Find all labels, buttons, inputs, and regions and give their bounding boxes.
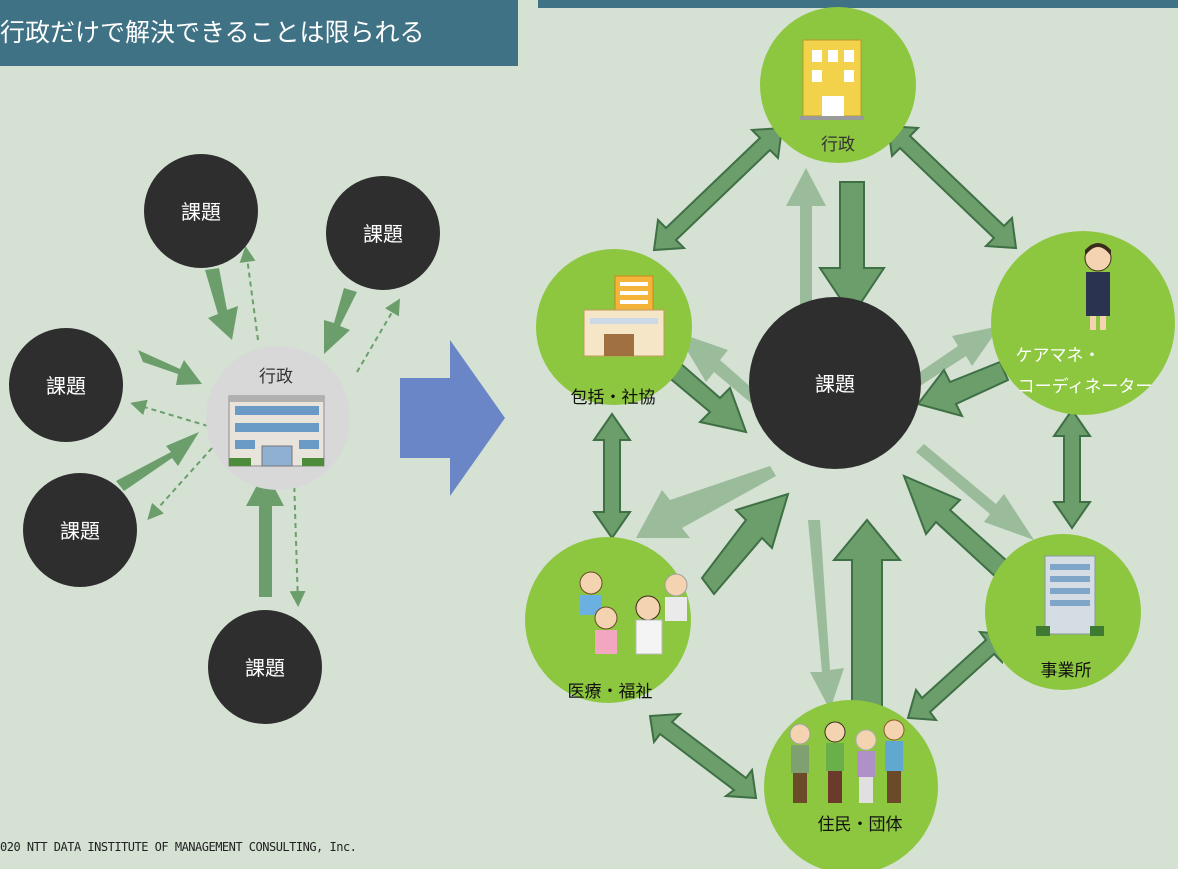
building-icon: [228, 395, 325, 467]
arrow-kadai-to-gyosei: [786, 168, 826, 322]
page-title-banner: 行政だけで解決できることは限られる: [0, 0, 518, 66]
darrow-gyosei-hokatsu: [652, 126, 784, 252]
node-label-jumin: 住民・団体: [818, 815, 903, 835]
darrow-iryo-jumin: [648, 712, 758, 800]
node-gyosei: 行政: [760, 7, 916, 163]
node-caremanager: ケアマネ・ コーディネーター: [991, 231, 1175, 415]
issue-node-bottom: [208, 610, 322, 724]
arrow-kadai-to-hokatsu: [676, 332, 770, 414]
dash-arrow-down: [289, 477, 306, 607]
copyright-text: 020 NTT DATA INSTITUTE OF MANAGEMENT CON…: [0, 840, 357, 854]
issue-label-lowleft: 課題: [60, 519, 100, 543]
node-jumin: 住民・団体: [764, 700, 938, 869]
darrow-hokatsu-iryo: [592, 412, 632, 540]
building-icon: [800, 39, 864, 120]
gyosei-label-left: 行政: [259, 367, 293, 387]
arrow-top-issue-to-gyosei: [205, 268, 238, 340]
node-hokatsu: 包括・社協: [536, 249, 692, 408]
arrow-kadai-to-iryo: [636, 466, 776, 538]
left-gyosei-node: 行政: [206, 346, 350, 490]
arrow-kadai-to-jigyosho: [916, 444, 1034, 540]
person-icon: [1084, 243, 1112, 330]
issue-node-topright: [326, 176, 440, 290]
issue-label-top: 課題: [181, 200, 221, 224]
arrow-left-issue-to-gyosei: [138, 350, 202, 385]
facility-icon: [583, 275, 665, 357]
issue-label-left: 課題: [46, 374, 86, 398]
issue-node-top: [144, 154, 258, 268]
right-center-arrows: [636, 168, 1034, 710]
page-title: 行政だけで解決できることは限られる: [0, 18, 425, 47]
node-label-caremanager-line2: コーディネーター: [1018, 376, 1153, 397]
medical-staff-icon: [579, 571, 688, 655]
issue-node-left: [9, 328, 123, 442]
node-iryo: 医療・福祉: [525, 537, 691, 703]
dash-arrow-left: [130, 399, 209, 427]
arrow-topright-issue-to-gyosei: [324, 288, 357, 354]
issue-label-topright: 課題: [363, 222, 403, 246]
center-issue-node: [749, 297, 921, 469]
header-bar-right: [538, 0, 1178, 8]
arrow-lowleft-issue-to-gyosei: [116, 432, 199, 491]
left-solid-arrows: [116, 268, 357, 597]
arrow-kadai-to-jumin: [808, 520, 844, 710]
darrow-jigyosho-jumin: [906, 630, 1008, 722]
right-diagram: 課題 行政: [525, 7, 1175, 869]
node-label-gyosei: 行政: [821, 135, 855, 155]
transition-arrow: [400, 340, 505, 496]
issue-node-lowleft: [23, 473, 137, 587]
issue-label-bottom: 課題: [245, 656, 285, 680]
node-jigyosho: 事業所: [985, 534, 1141, 690]
arrow-iryo-to-kadai: [700, 492, 790, 596]
node-label-iryo: 医療・福祉: [568, 682, 653, 702]
left-dashed-arrows: [130, 246, 401, 607]
dash-arrow-up: [239, 246, 259, 341]
arrow-kadai-to-caremanager: [914, 326, 1000, 386]
darrow-gyosei-caremanager: [886, 124, 1018, 250]
node-label-jigyosho: 事業所: [1041, 661, 1092, 681]
left-issue-nodes: 課題 課題 課題 課題 課題: [9, 154, 440, 724]
right-double-arrows: [592, 124, 1092, 800]
darrow-caremanager-jigyosho: [1052, 408, 1092, 530]
office-building-icon: [1036, 555, 1104, 636]
dash-arrow-lowleft: [147, 447, 213, 520]
residents-icon: [789, 719, 905, 803]
arrow-gyosei-to-kadai: [818, 181, 886, 318]
arrow-bottom-issue-to-gyosei: [246, 470, 284, 597]
arrow-jumin-to-kadai: [831, 518, 903, 709]
dash-arrow-upright: [356, 298, 401, 373]
node-label-hokatsu: 包括・社協: [571, 388, 656, 408]
arrow-caremanager-to-kadai: [916, 360, 1010, 418]
node-label-caremanager-line1: ケアマネ・: [1016, 346, 1101, 366]
left-diagram: 課題 課題 課題 課題 課題 行政: [9, 154, 440, 724]
center-issue-label: 課題: [815, 372, 855, 396]
